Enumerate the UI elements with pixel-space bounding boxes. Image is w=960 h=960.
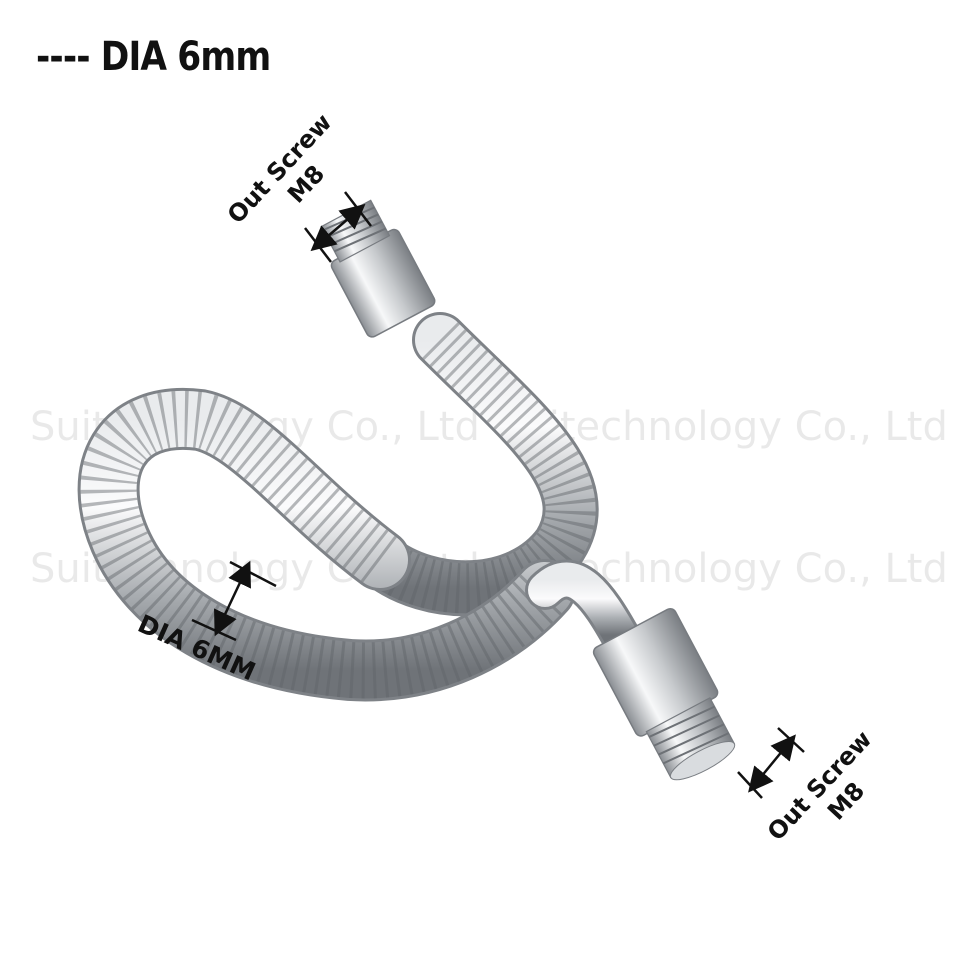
top-screw-label-line1: Out Screw — [222, 108, 337, 229]
top-screw-fitting — [320, 199, 436, 338]
page-title: ---- DIA 6mm — [36, 34, 271, 80]
bottom-screw-label: Out Screw M8 — [762, 725, 877, 846]
dimension-markers — [191, 191, 805, 799]
flexible-tube — [77, 312, 640, 702]
bottom-screw-fitting — [592, 607, 736, 781]
bottom-screw-label-line1: Out Screw — [762, 725, 877, 846]
